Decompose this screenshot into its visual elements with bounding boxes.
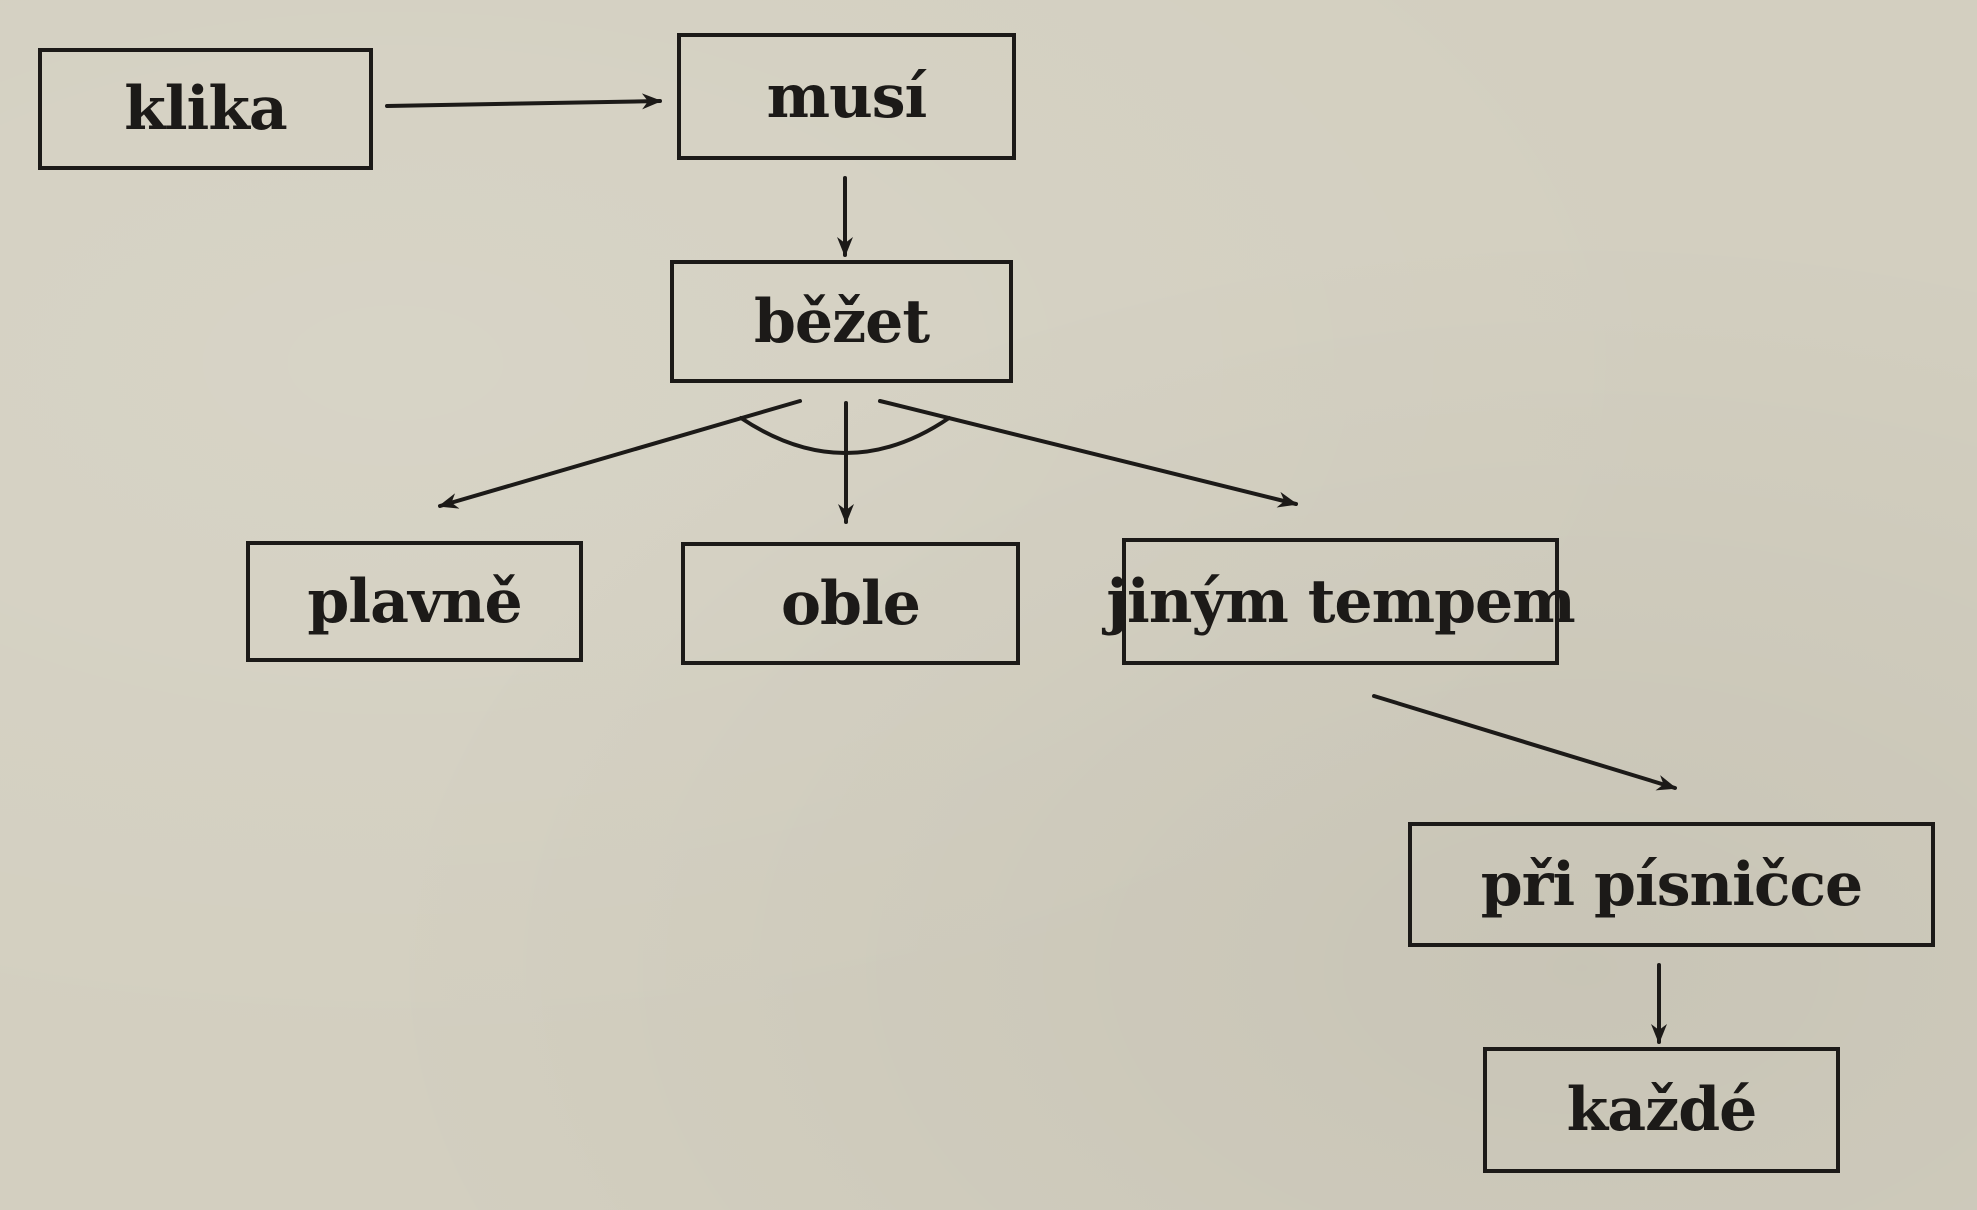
node-label: plavně	[307, 566, 522, 637]
node-label: musí	[766, 61, 928, 132]
edge-jinym-pri	[1372, 694, 1677, 791]
node-kazde: každé	[1483, 1047, 1840, 1173]
branch-arc	[739, 416, 951, 455]
node-bezet: běžet	[670, 260, 1013, 383]
node-label: klika	[124, 74, 288, 144]
edge-bezet-plavne	[438, 399, 802, 509]
node-plavne: plavně	[246, 541, 583, 662]
node-pri-pisnicce: při písničce	[1408, 822, 1935, 947]
node-label: oble	[781, 568, 921, 639]
node-klika: klika	[38, 48, 373, 170]
node-jinym-tempem: jiným tempem	[1106, 538, 1576, 665]
node-oble: oble	[681, 542, 1020, 665]
node-label: jiným tempem	[1106, 566, 1575, 637]
edge-klika-musi	[385, 93, 662, 110]
node-label: běžet	[753, 286, 930, 357]
node-musi: musí	[677, 33, 1016, 160]
edge-bezet-jinym	[878, 399, 1298, 508]
node-label: každé	[1566, 1075, 1758, 1145]
node-label: při písničce	[1480, 849, 1863, 920]
